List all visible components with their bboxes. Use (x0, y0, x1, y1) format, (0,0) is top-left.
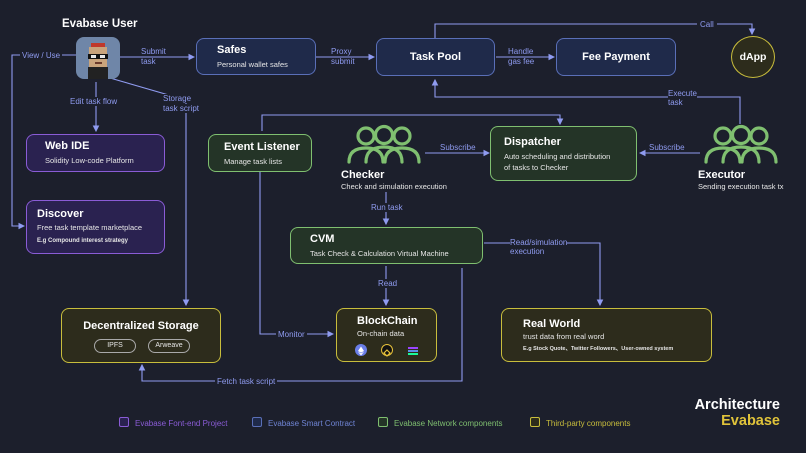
dispatcher-title: Dispatcher (504, 136, 561, 148)
legend-swatch-network (378, 417, 388, 427)
edge-label-gas-2: gas fee (508, 57, 535, 66)
edge-monitor (259, 172, 335, 338)
edge-event-to-dispatcher (261, 114, 564, 131)
dispatcher-subtitle-line1: Auto scheduling and distribution (504, 152, 611, 161)
dapp-node[interactable]: dApp (731, 36, 775, 78)
edge-label-gas-1: Handle (508, 47, 534, 56)
task-pool-title: Task Pool (409, 51, 462, 63)
edge-label-execute-2: task (668, 98, 683, 107)
event-listener-title: Event Listener (224, 141, 300, 153)
legend-label-network: Evabase Network components (394, 419, 503, 428)
blockchain-node[interactable]: BlockChain On-chain data (336, 308, 437, 362)
legend-swatch-contract (252, 417, 262, 427)
discover-subtitle: Free task template marketplace (37, 223, 143, 232)
edge-fetch-script (138, 268, 463, 382)
checker-title: Checker (341, 169, 385, 181)
legend-swatch-third-party (530, 417, 540, 427)
edge-label-read-sim-2: execution (510, 247, 545, 256)
cvm-subtitle: Task Check & Calculation Virtual Machine (310, 249, 449, 258)
ipfs-pill: IPFS (94, 339, 136, 353)
executor-title: Executor (698, 169, 746, 181)
edge-label-execute-1: Execute (668, 89, 697, 98)
blockchain-title: BlockChain (357, 315, 418, 327)
event-listener-node[interactable]: Event Listener Manage task lists (208, 134, 312, 172)
real-world-note: E.g Stock Quote、Twitter Followers、User-o… (523, 346, 674, 352)
edge-label-edit-task-flow: Edit task flow (68, 97, 120, 106)
edge-label-subscribe-checker: Subscribe (440, 143, 476, 152)
edge-label-read-sim-1: Read/simulation (510, 238, 568, 247)
fee-payment-node[interactable]: Fee Payment (556, 38, 676, 76)
brand: Architecture Evabase (695, 397, 780, 429)
cvm-node[interactable]: CVM Task Check & Calculation Virtual Mac… (290, 227, 483, 264)
safes-title: Safes (217, 44, 247, 56)
web-ide-node[interactable]: Web IDE Solidity Low-code Platform (26, 134, 165, 172)
dispatcher-subtitle-line2: of tasks to Checker (504, 163, 569, 172)
decentralized-storage-title: Decentralized Storage (83, 320, 199, 332)
edge-label-storage-1: Storage (163, 94, 192, 103)
evabase-user-title: Evabase User (62, 18, 138, 30)
arweave-pill: Arweave (148, 339, 190, 353)
brand-line1: Architecture (694, 397, 780, 413)
checker-subtitle: Check and simulation execution (341, 182, 447, 191)
legend-label-frontend: Evabase Font-end Project (135, 419, 228, 428)
web-ide-title: Web IDE (45, 140, 90, 152)
safes-subtitle: Personal wallet safes (217, 60, 288, 69)
edge-label-storage-2: task script (163, 104, 200, 113)
edge-label-fetch-script: Fetch task script (215, 377, 278, 386)
edge-execute-task (431, 78, 741, 124)
legend-label-contract: Evabase Smart Contract (268, 419, 356, 428)
decentralized-storage-node[interactable]: Decentralized Storage IPFS Arweave (61, 308, 221, 363)
executor-subtitle: Sending execution task tx (698, 182, 784, 191)
edge-label-view-use: View / Use (20, 51, 63, 60)
discover-node[interactable]: Discover Free task template marketplace … (26, 200, 165, 254)
discover-title: Discover (37, 208, 84, 220)
edge-call (434, 23, 756, 38)
dispatcher-node[interactable]: Dispatcher Auto scheduling and distribut… (490, 126, 637, 181)
fee-payment-title: Fee Payment (582, 51, 650, 63)
discover-note: E.g Compound interest strategy (37, 238, 129, 244)
bnb-icon (381, 344, 393, 357)
edge-label-proxy-2: submit (331, 57, 355, 66)
blockchain-subtitle: On-chain data (357, 329, 405, 338)
task-pool-node[interactable]: Task Pool (376, 38, 495, 76)
edge-label-call: Call (697, 20, 717, 29)
real-world-subtitle: trust data from real word (523, 332, 605, 341)
legend-label-third-party: Third-party components (546, 419, 631, 428)
edge-label-subscribe-executor: Subscribe (649, 143, 685, 152)
legend-swatch-frontend (119, 417, 129, 427)
ethereum-icon (355, 344, 367, 356)
solana-icon (407, 344, 419, 356)
real-world-node[interactable]: Real World trust data from real word E.g… (501, 308, 712, 362)
edge-label-monitor: Monitor (276, 330, 307, 339)
edge-label-read: Read (376, 279, 400, 288)
edge-label-proxy-1: Proxy (331, 47, 352, 56)
pixel-avatar-icon (76, 37, 120, 79)
people-group-icon (702, 124, 780, 166)
people-group-icon (345, 124, 423, 166)
brand-line2: Evabase (721, 413, 780, 429)
edge-label-submit-1: Submit (141, 47, 166, 56)
cvm-title: CVM (310, 233, 335, 245)
safes-node[interactable]: Safes Personal wallet safes (196, 38, 316, 75)
edge-label-run-task: Run task (369, 203, 405, 212)
edge-label-submit-2: task (141, 57, 156, 66)
dapp-title: dApp (739, 51, 767, 63)
real-world-title: Real World (523, 318, 581, 330)
web-ide-subtitle: Solidity Low-code Platform (45, 156, 134, 165)
event-listener-subtitle: Manage task lists (224, 157, 282, 166)
